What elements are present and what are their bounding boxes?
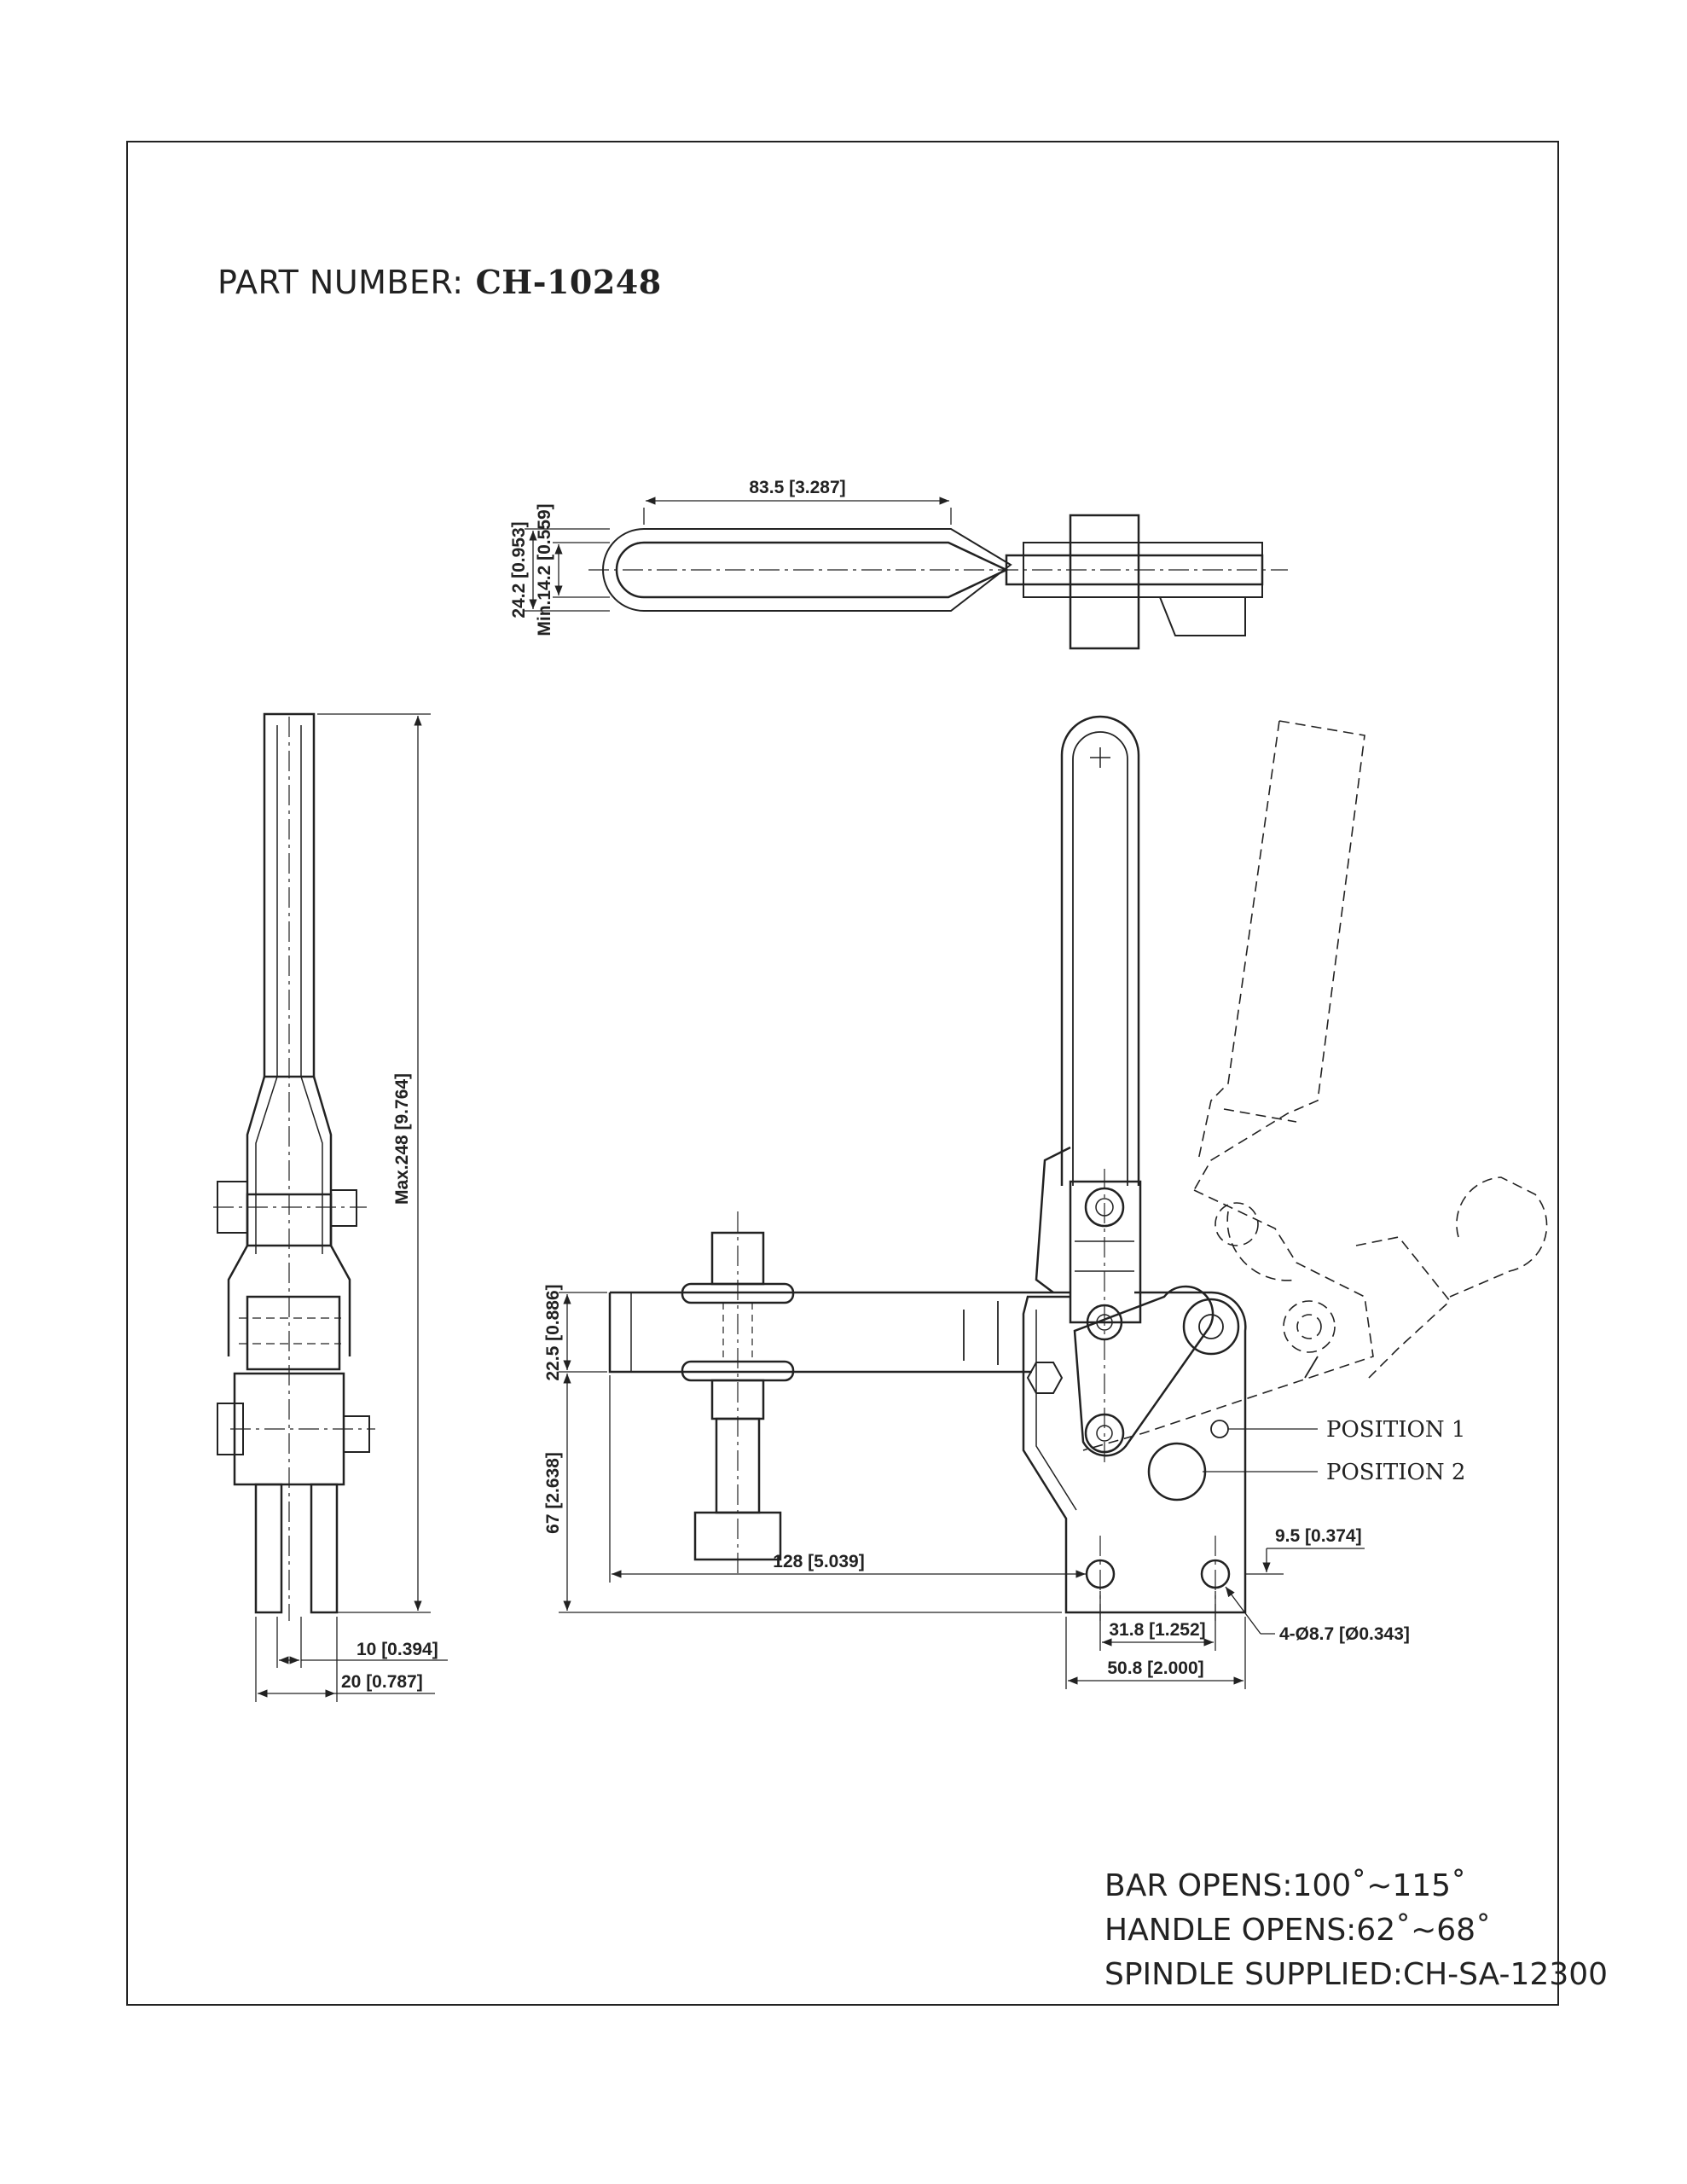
side-view (213, 712, 448, 1702)
dim-side-inner: 10 [0.394] (357, 1640, 438, 1659)
note-handle-opens: HANDLE OPENS:62˚~68˚ (1104, 1913, 1492, 1948)
part-number-value: CH-10248 (475, 263, 662, 301)
position-1-label: POSITION 1 (1326, 1417, 1465, 1443)
note-bar-opens: BAR OPENS:100˚~115˚ (1104, 1868, 1467, 1903)
dim-base-height: 67 [2.638] (543, 1452, 563, 1534)
top-view (525, 497, 1288, 650)
dim-base-width: 50.8 [2.000] (1107, 1658, 1203, 1678)
dim-handle-length: 83.5 [3.287] (749, 478, 845, 497)
dim-side-outer: 20 [0.787] (341, 1672, 423, 1692)
dim-bar-reach: 128 [5.039] (773, 1552, 864, 1571)
dim-max-height: Max.248 [9.764] (392, 1073, 412, 1205)
drawing-border (126, 141, 1559, 2006)
dim-edge-offset: 9.5 [0.374] (1275, 1526, 1362, 1546)
part-number-line: PART NUMBER: CH-10248 (217, 263, 662, 301)
part-number-label: PART NUMBER: (217, 264, 464, 301)
dim-bar-thickness: 22.5 [0.886] (543, 1284, 563, 1380)
dim-hole-diameter: 4-Ø8.7 [Ø0.343] (1279, 1624, 1410, 1644)
dimension-labels: 83.5 [3.287] 24.2 [0.953] Min.14.2 [0.55… (341, 478, 1465, 1692)
dim-handle-width: 24.2 [0.953] (509, 521, 529, 618)
note-spindle: SPINDLE SUPPLIED:CH-SA-12300 (1104, 1957, 1609, 1992)
position-2-label: POSITION 2 (1326, 1460, 1465, 1485)
spec-notes: BAR OPENS:100˚~115˚ HANDLE OPENS:62˚~68˚… (1104, 1864, 1608, 1997)
dim-handle-min: Min.14.2 [0.559] (535, 503, 554, 636)
dim-hole-spacing: 31.8 [1.252] (1109, 1620, 1205, 1640)
front-view (559, 715, 1548, 1689)
